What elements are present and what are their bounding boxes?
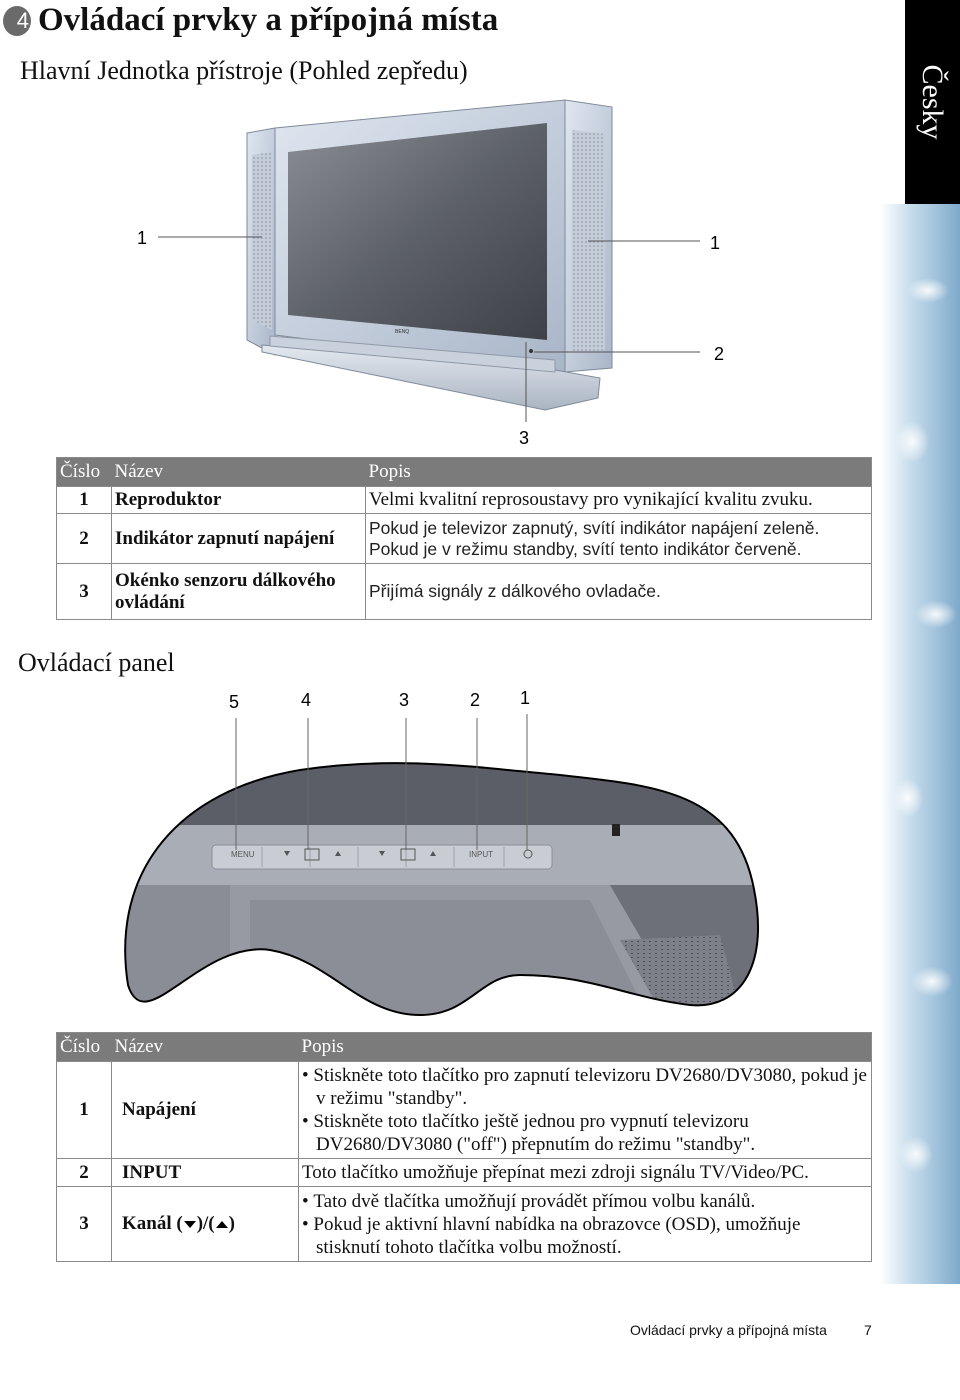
water-decoration — [880, 204, 960, 1284]
page-number: 7 — [864, 1322, 872, 1338]
input-button-label: INPUT — [469, 850, 493, 859]
language-tab-label: Česky — [916, 64, 949, 140]
col-header-description: Popis — [298, 1032, 872, 1062]
channel-down-icon — [379, 851, 385, 856]
name-text: ) — [228, 1213, 235, 1234]
callout-power: 1 — [520, 688, 530, 708]
row-description: Toto tlačítko umožňuje přepínat mezi zdr… — [298, 1158, 872, 1187]
footer-text: Ovládací prvky a přípojná místa — [630, 1322, 827, 1338]
volume-up-icon — [335, 851, 341, 856]
front-parts-table: Číslo Název Popis 1 Reproduktor Velmi kv… — [56, 457, 872, 620]
description-bullet: Tato dvě tlačítka umožňují provádět přím… — [302, 1190, 868, 1213]
col-header-name: Název — [111, 457, 366, 487]
callout-power-indicator: 2 — [714, 344, 724, 364]
power-icon — [523, 849, 533, 859]
channel-up-icon — [430, 851, 436, 856]
row-name: Napájení — [111, 1061, 299, 1159]
row-description: Přijímá signály z dálkového ovladače. — [365, 563, 872, 620]
arrow-up-icon — [215, 1221, 228, 1228]
control-panel-illustration: MENU INPUT 5 4 3 2 1 — [124, 688, 760, 1017]
volume-down-icon — [284, 851, 290, 856]
row-description: Velmi kvalitní reprosoustavy pro vynikaj… — [365, 486, 872, 514]
table-row: 1 Reproduktor Velmi kvalitní reprosousta… — [56, 486, 872, 514]
name-text: )/( — [196, 1213, 215, 1234]
row-number: 2 — [56, 513, 112, 564]
description-line: Pokud je v režimu standby, svítí tento i… — [369, 538, 802, 559]
menu-button-label: MENU — [231, 850, 255, 859]
row-name: Okénko senzoru dálkového ovládání — [111, 563, 366, 620]
table-row: 1 Napájení Stiskněte toto tlačítko pro z… — [56, 1061, 872, 1159]
table-row: 3 Kanál ( )/() Tato dvě tlačítka umožňují… — [56, 1186, 872, 1262]
channel-icon — [400, 848, 416, 861]
table-header-row: Číslo Název Popis — [56, 1032, 872, 1062]
col-header-name: Název — [111, 1032, 299, 1062]
col-header-number: Číslo — [56, 1032, 112, 1062]
description-bullet: Stiskněte toto tlačítko pro zapnutí tele… — [302, 1064, 868, 1110]
row-number: 3 — [56, 563, 112, 620]
row-description: Pokud je televizor zapnutý, svítí indiká… — [365, 513, 872, 564]
row-name: Kanál ( )/() — [111, 1186, 299, 1262]
table-row: 2 INPUT Toto tlačítko umožňuje přepínat … — [56, 1158, 872, 1187]
section-subtitle: Hlavní Jednotka přístroje (Pohled zepřed… — [20, 56, 468, 85]
table-row: 3 Okénko senzoru dálkového ovládání Přij… — [56, 563, 872, 620]
row-number: 2 — [56, 1158, 112, 1187]
row-name: Indikátor zapnutí napájení — [111, 513, 366, 564]
chapter-number-badge: 4 — [3, 6, 31, 36]
control-panel-table: Číslo Název Popis 1 Napájení Stiskněte t… — [56, 1032, 872, 1262]
table-row: 2 Indikátor zapnutí napájení Pokud je te… — [56, 513, 872, 564]
row-number: 3 — [56, 1186, 112, 1262]
control-panel-heading: Ovládací panel — [18, 648, 175, 677]
callout-input: 2 — [470, 690, 480, 710]
row-number: 1 — [56, 1061, 112, 1159]
description-line: Pokud je televizor zapnutý, svítí indiká… — [369, 517, 820, 538]
col-header-number: Číslo — [56, 457, 112, 487]
language-tab: Česky — [905, 0, 960, 204]
description-bullet: Stiskněte toto tlačítko ještě jednou pro… — [302, 1110, 868, 1156]
callout-speaker-left: 1 — [137, 228, 147, 248]
description-bullet: Pokud je aktivní hlavní nabídka na obraz… — [302, 1213, 868, 1259]
page-title: Ovládací prvky a přípojná místa — [38, 2, 499, 38]
col-header-description: Popis — [365, 457, 872, 487]
row-name: INPUT — [111, 1158, 299, 1187]
callout-channel: 3 — [399, 690, 409, 710]
callout-remote-sensor: 3 — [519, 428, 529, 448]
volume-icon — [304, 848, 320, 861]
callout-volume: 4 — [301, 690, 311, 710]
callout-menu: 5 — [229, 692, 239, 712]
row-name: Reproduktor — [111, 486, 366, 514]
arrow-down-icon — [183, 1221, 196, 1228]
callout-speaker-right: 1 — [710, 233, 720, 253]
name-text: Kanál ( — [122, 1213, 183, 1234]
tv-front-illustration: BENQ 1 1 2 3 — [137, 99, 724, 448]
row-number: 1 — [56, 486, 112, 514]
row-description: Stiskněte toto tlačítko pro zapnutí tele… — [298, 1061, 872, 1159]
table-header-row: Číslo Název Popis — [56, 457, 872, 487]
brand-mark: BENQ — [395, 329, 409, 335]
row-description: Tato dvě tlačítka umožňují provádět přím… — [298, 1186, 872, 1262]
